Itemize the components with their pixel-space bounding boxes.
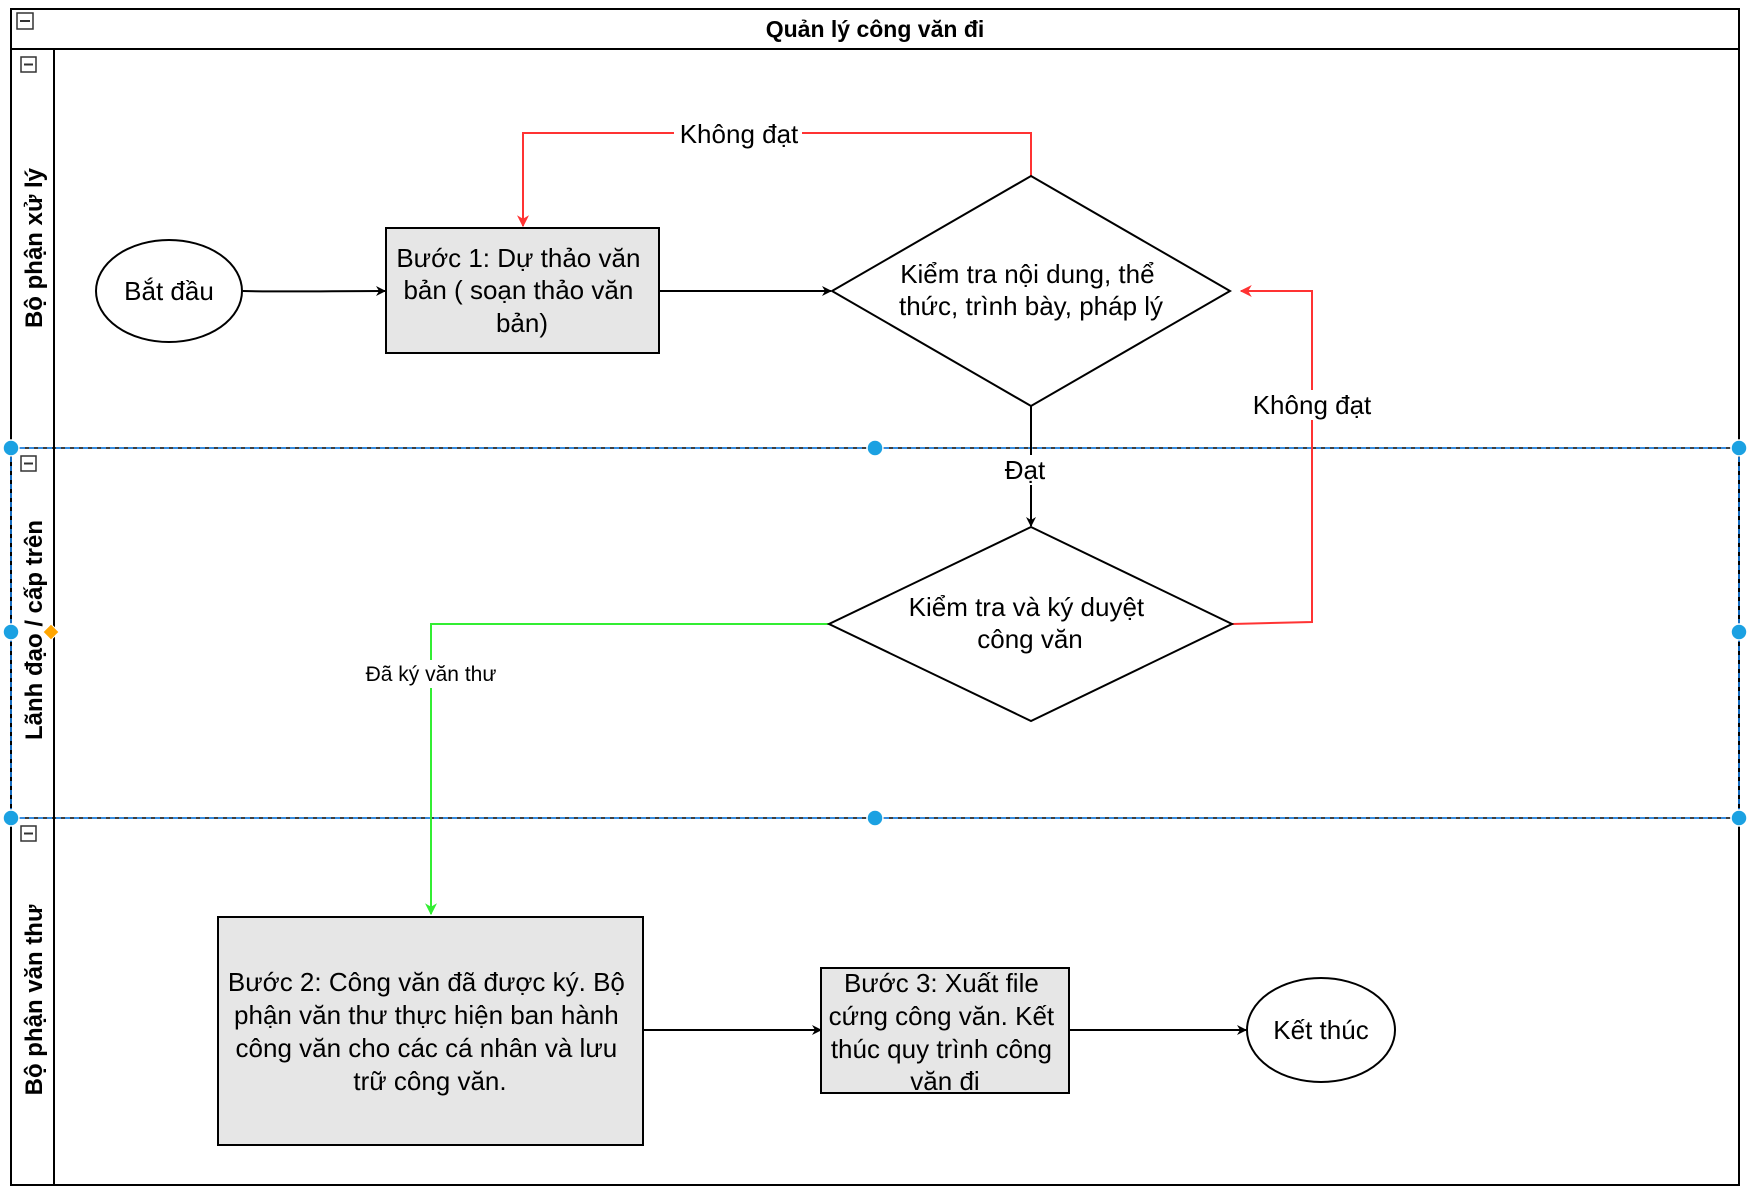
end-node[interactable]: Kết thúc [1246, 977, 1396, 1083]
check-content-decision[interactable]: Kiểm tra nội dung, thể thức, trình bày, … [830, 174, 1232, 408]
resize-handle-bottom-left[interactable] [2, 809, 20, 827]
step2-label: Bước 2: Công văn đã được ký. Bộ phận văn… [228, 967, 632, 1096]
start-node[interactable]: Bắt đầu [95, 239, 243, 343]
resize-handle-middle-right[interactable] [1730, 623, 1748, 641]
check-content-label: Kiểm tra nội dung, thể thức, trình bày, … [899, 259, 1163, 321]
edge-signed-label: Đã ký văn thư [366, 663, 497, 686]
lane-2-collapse-icon[interactable] [20, 455, 37, 472]
resize-handle-top-right[interactable] [1730, 439, 1748, 457]
step3-label: Bước 3: Xuất file cứng công văn. Kết thú… [829, 968, 1062, 1096]
edge-reject-right[interactable] [1231, 285, 1313, 625]
edge-reject-right-label-bg [1248, 390, 1376, 420]
lane-3-collapse-icon[interactable] [20, 825, 37, 842]
edge-signed-label-bg [355, 660, 505, 688]
resize-handle-top-center[interactable] [866, 439, 884, 457]
lane-2-label: Lãnh đạo / cấp trên [21, 520, 48, 740]
lane-1-label: Bộ phận xử lý [21, 167, 48, 328]
end-node-label: Kết thúc [1273, 1015, 1368, 1045]
pool-title: Quản lý công văn đi [766, 16, 985, 42]
lane-1-collapse-icon[interactable] [20, 56, 37, 73]
edge-signed[interactable] [425, 623, 829, 916]
start-node-label: Bắt đầu [124, 276, 214, 306]
step1-label: Bước 1: Dự thảo văn bản ( soạn thảo văn … [396, 243, 647, 338]
resize-handle-top-left[interactable] [2, 439, 20, 457]
lane-size-handle[interactable] [42, 623, 60, 641]
edge-pass-label: Đạt [1005, 455, 1046, 485]
edge-reject-top-label-bg [674, 118, 802, 148]
pool-collapse-icon[interactable] [16, 12, 34, 30]
resize-handle-middle-left[interactable] [2, 623, 20, 641]
selection-handles [2, 439, 1748, 827]
step3-process[interactable]: Bước 3: Xuất file cứng công văn. Kết thú… [820, 967, 1070, 1096]
edge-reject-top-label: Không đạt [680, 119, 799, 149]
resize-handle-bottom-right[interactable] [1730, 809, 1748, 827]
edge-reject-right-label: Không đạt [1253, 390, 1372, 420]
step1-process[interactable]: Bước 1: Dự thảo văn bản ( soạn thảo văn … [385, 227, 660, 354]
resize-handle-bottom-center[interactable] [866, 809, 884, 827]
step2-process[interactable]: Bước 2: Công văn đã được ký. Bộ phận văn… [217, 916, 644, 1146]
lane-3-label: Bộ phận văn thư [21, 904, 48, 1095]
check-sign-label: Kiểm tra và ký duyệt công văn [909, 592, 1152, 654]
edge-pass-label-bg [996, 455, 1054, 485]
check-sign-decision[interactable]: Kiểm tra và ký duyệt công văn [826, 525, 1235, 723]
